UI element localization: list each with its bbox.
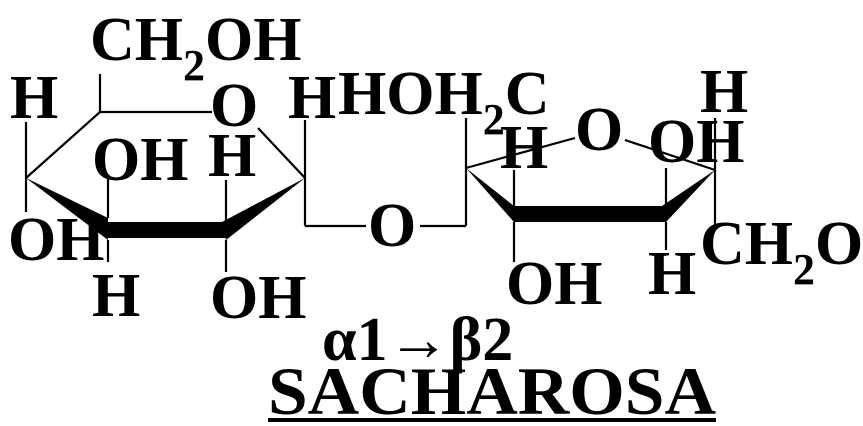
glc-c1-h: H <box>288 64 336 132</box>
glucose-ring-bonds <box>24 74 307 272</box>
bond-fru-c3-c4-bold <box>514 206 666 222</box>
bond-fru-c2-oring <box>465 136 576 170</box>
fru-c3-h: H <box>500 114 548 182</box>
bond-fru-c2-c3-wedge <box>466 168 514 222</box>
glc-ring-oxygen: O <box>210 72 258 140</box>
glc-c4-oh: OH <box>92 126 188 194</box>
bond-glc-c4-c3-wedge <box>26 178 108 240</box>
glc-c3-oh: OH <box>8 206 104 274</box>
glc-c3-h: H <box>92 262 140 330</box>
fru-c4-h: H <box>648 240 696 308</box>
bond-glc-c2-c1-wedge <box>222 178 305 240</box>
fru-c4-oh: OH <box>648 108 744 176</box>
glc-c5-h: H <box>10 64 58 132</box>
glc-c6-ch2oh: CH2OH <box>90 6 301 90</box>
bond-fru-oring-c5 <box>624 138 716 172</box>
glc-c2-oh: OH <box>210 264 306 332</box>
bond-glc-c5-c4 <box>25 111 101 179</box>
page-title: SACHAROSA <box>268 353 716 426</box>
title-underline <box>268 418 716 422</box>
bond-glc-oring-c1 <box>257 127 306 179</box>
bond-glc-c3-c2-bold <box>108 222 226 238</box>
fru-c1-hoh2c: HOH2C <box>338 60 549 144</box>
linkage-label: α1→β2 <box>322 306 513 374</box>
glycosidic-bridge-bonds <box>303 168 468 228</box>
fru-c5-h: H <box>700 58 748 126</box>
fructose-ring-bonds <box>464 118 717 262</box>
glycosidic-oxygen: O <box>368 192 416 260</box>
fru-ring-oxygen: O <box>575 96 623 164</box>
fru-c3-oh: OH <box>506 250 602 318</box>
fru-c6-ch2oh: CH2OH <box>700 210 863 294</box>
glc-c4-h: H <box>208 122 256 190</box>
bond-fru-c4-c5-wedge <box>662 170 715 222</box>
